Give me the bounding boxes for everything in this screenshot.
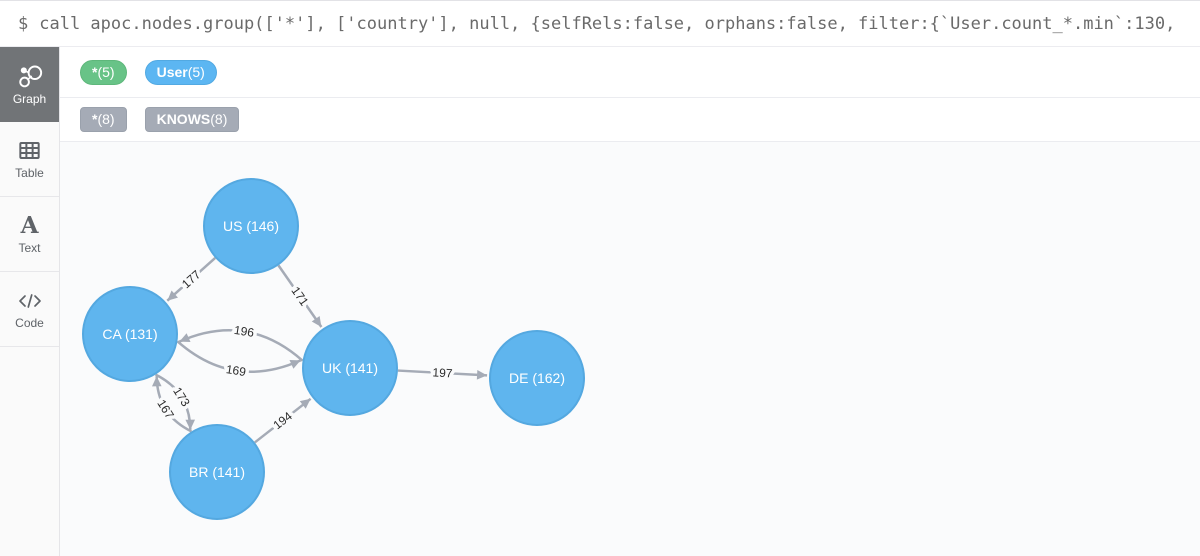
edge-label-UK-CA: 196 [233,323,255,340]
rel-type-name: KNOWS [156,111,211,127]
edge-label-US-UK: 171 [288,284,311,309]
rel-type-count: (8) [97,111,115,127]
rel-type-pill-KNOWS[interactable]: KNOWS(8) [144,107,240,132]
code-icon [18,293,41,308]
query-editor-bar[interactable]: $ call apoc.nodes.group(['*'], ['country… [0,0,1200,47]
node-label-pill-User[interactable]: User(5) [144,60,217,85]
graph-edge-UK-DE[interactable] [397,369,488,380]
graph-edge-BR-UK[interactable] [254,397,312,444]
graph-node-US[interactable] [203,178,299,274]
graph-node-BR[interactable] [169,424,265,520]
node-label-pill-star[interactable]: *(5) [80,60,127,85]
tab-label: Table [15,166,44,180]
edge-label-CA-UK: 169 [225,362,247,379]
graph-edge-UK-CA[interactable] [178,329,304,362]
node-label-count: (5) [187,64,205,80]
tab-graph[interactable]: Graph [0,47,59,122]
editor-prompt: $ [18,13,29,34]
tab-label: Graph [12,91,47,106]
graph-edge-US-CA[interactable] [166,257,217,302]
tab-code[interactable]: Code [0,272,59,347]
node-label-name: User [156,64,188,80]
tab-label: Code [15,315,44,330]
tab-label: Text [18,240,41,255]
graph-node-DE[interactable] [489,330,585,426]
graph-edge-US-UK[interactable] [277,264,323,328]
node-label-name: * [92,64,98,80]
rel-type-pill-star[interactable]: *(8) [80,107,127,132]
cypher-query-text: call apoc.nodes.group(['*'], ['country']… [39,13,1176,34]
graph-node-UK[interactable] [302,320,398,416]
rel-type-name: * [92,111,98,127]
graph-edge-BR-CA[interactable] [151,376,192,433]
table-icon [19,142,40,159]
edge-label-UK-DE: 197 [432,365,453,380]
graph-edge-CA-BR[interactable] [155,373,196,430]
node-labels-row: *(5)User(5) [60,47,1200,98]
graph-icon [18,64,42,87]
node-label-count: (5) [97,64,115,80]
text-icon: A [20,211,39,239]
graph-node-CA[interactable] [82,286,178,382]
rel-type-count: (8) [210,111,228,127]
tab-table[interactable]: Table [0,122,59,197]
relationship-types-row: *(8)KNOWS(8) [60,98,1200,142]
graph-edge-CA-UK[interactable] [176,340,302,373]
